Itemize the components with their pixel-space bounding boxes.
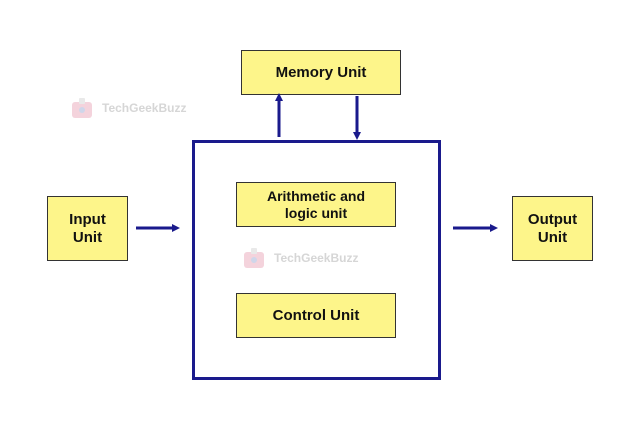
output-unit-box: Output Unit	[512, 196, 593, 261]
watermark-logo-icon	[244, 248, 264, 268]
control-unit-label: Control Unit	[272, 306, 360, 324]
watermark-top: TechGeekBuzz	[70, 96, 186, 120]
input-unit-box: Input Unit	[47, 196, 128, 261]
output-unit-label-line1: Output	[527, 210, 578, 228]
control-unit-box: Control Unit	[236, 293, 396, 338]
input-unit-label-line2: Unit	[72, 228, 103, 246]
watermark-center: TechGeekBuzz	[242, 246, 358, 270]
watermark-text: TechGeekBuzz	[274, 251, 359, 265]
alu-label-line1: Arithmetic and	[266, 187, 365, 204]
input-unit-label-line1: Input	[69, 210, 106, 228]
memory-unit-box: Memory Unit	[241, 50, 401, 95]
watermark-text: TechGeekBuzz	[102, 101, 187, 115]
memory-unit-label: Memory Unit	[275, 63, 367, 81]
alu-label-line2: logic unit	[284, 204, 348, 221]
cpu-container	[192, 140, 441, 380]
watermark-logo-icon	[72, 98, 92, 118]
alu-box: Arithmetic and logic unit	[236, 182, 396, 227]
output-unit-label-line2: Unit	[537, 228, 568, 246]
